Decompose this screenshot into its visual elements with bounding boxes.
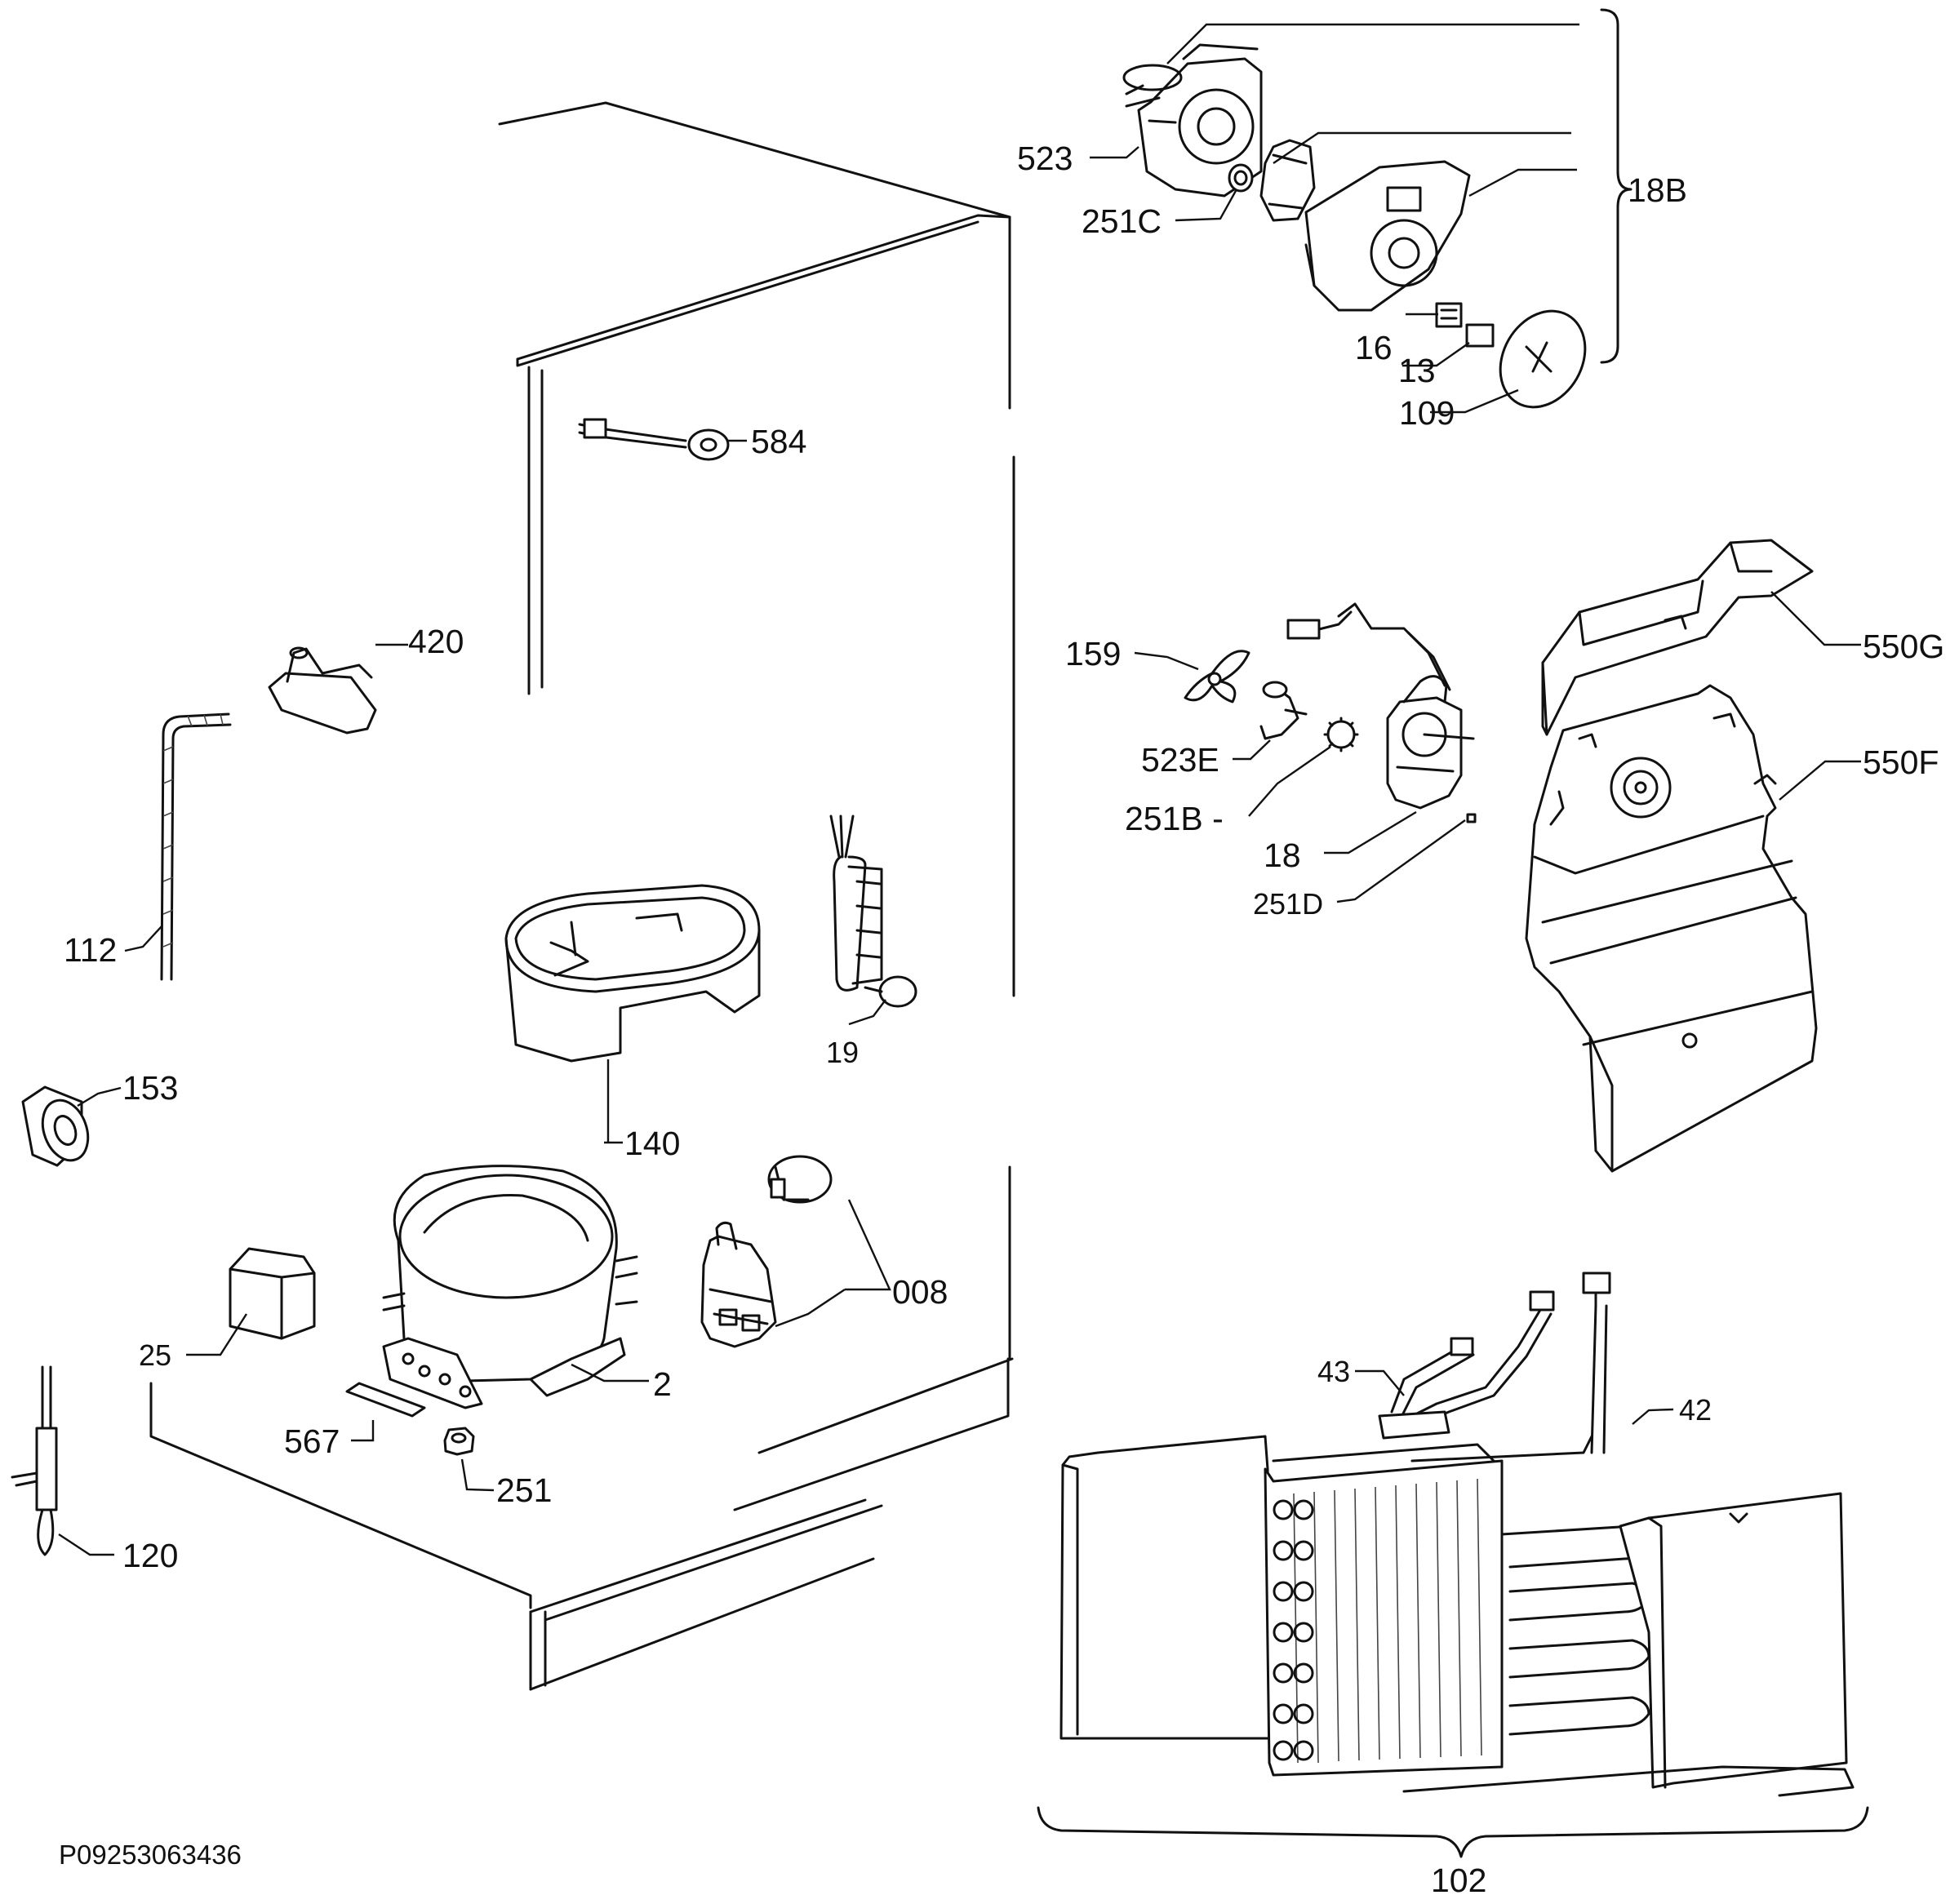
relay-008 bbox=[700, 1155, 833, 1348]
connector-16 bbox=[1435, 302, 1463, 328]
label-251B: 251B - bbox=[1125, 800, 1224, 837]
label-251: 251 bbox=[496, 1471, 552, 1509]
nut-251 bbox=[443, 1427, 475, 1456]
label-16: 16 bbox=[1355, 329, 1393, 366]
label-18B: 18B bbox=[1628, 171, 1687, 209]
clamp-120 bbox=[11, 1365, 58, 1556]
duct-cover-550G bbox=[1541, 539, 1814, 736]
reference-code: P09253063436 bbox=[59, 1840, 242, 1870]
fan-motor-housing-523 bbox=[1122, 43, 1263, 198]
clip-13 bbox=[1465, 323, 1495, 348]
fan-cover-housing bbox=[1304, 160, 1471, 312]
label-43: 43 bbox=[1317, 1355, 1350, 1388]
label-140: 140 bbox=[624, 1125, 680, 1162]
gear-251C bbox=[1228, 163, 1254, 193]
cap-109 bbox=[1499, 309, 1587, 409]
label-2: 2 bbox=[653, 1365, 672, 1403]
small-part-251D bbox=[1466, 813, 1477, 823]
fan-motor-18 bbox=[1286, 602, 1475, 810]
capacitor-25 bbox=[229, 1247, 316, 1340]
duct-panel-550F bbox=[1525, 684, 1818, 1173]
compressor-2 bbox=[382, 1165, 638, 1409]
label-18: 18 bbox=[1264, 837, 1301, 874]
label-523E: 523E bbox=[1141, 741, 1219, 779]
evaporator-102 bbox=[1037, 1272, 1869, 1858]
label-567: 567 bbox=[284, 1422, 340, 1460]
gear-251B bbox=[1323, 717, 1359, 752]
bracket-523E bbox=[1259, 681, 1308, 740]
part-labels: 523 251C 18B 16 13 109 584 420 112 153 1… bbox=[59, 140, 1944, 1899]
label-19: 19 bbox=[826, 1036, 859, 1069]
label-13: 13 bbox=[1398, 352, 1436, 389]
heater-19 bbox=[829, 814, 917, 1008]
drain-420 bbox=[268, 646, 377, 735]
label-550F: 550F bbox=[1863, 743, 1939, 781]
label-109: 109 bbox=[1399, 394, 1455, 432]
label-159: 159 bbox=[1065, 635, 1121, 672]
label-584: 584 bbox=[751, 423, 806, 460]
label-523: 523 bbox=[1017, 140, 1073, 177]
label-251D: 251D bbox=[1253, 887, 1323, 921]
cabinet-outline bbox=[149, 101, 1015, 1691]
plate-567 bbox=[345, 1382, 426, 1418]
pipe-112 bbox=[160, 712, 232, 981]
label-42: 42 bbox=[1679, 1393, 1712, 1427]
label-102: 102 bbox=[1431, 1862, 1486, 1899]
label-120: 120 bbox=[122, 1537, 178, 1574]
label-112: 112 bbox=[64, 931, 117, 969]
sensor-584 bbox=[578, 418, 730, 461]
label-420: 420 bbox=[408, 623, 464, 660]
label-008: 008 bbox=[892, 1273, 948, 1311]
motor-bracket bbox=[1259, 139, 1316, 222]
grommet-153 bbox=[21, 1085, 90, 1167]
bracket-18B bbox=[1166, 8, 1632, 364]
label-550G: 550G bbox=[1863, 628, 1944, 665]
label-251C: 251C bbox=[1082, 202, 1162, 240]
evaporator-tube-ends bbox=[1273, 1499, 1314, 1761]
tray-140 bbox=[504, 884, 761, 1063]
label-25: 25 bbox=[139, 1338, 171, 1372]
label-153: 153 bbox=[122, 1069, 178, 1107]
leader-lines bbox=[58, 146, 1861, 1556]
fan-blade-159 bbox=[1184, 650, 1250, 703]
